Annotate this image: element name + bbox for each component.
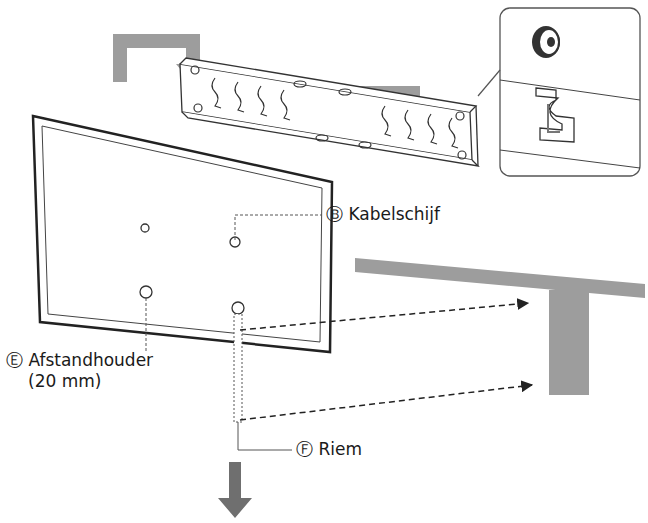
stand-post (549, 290, 589, 395)
hook (235, 82, 244, 112)
bracket-edge (476, 106, 478, 166)
hook (212, 78, 221, 108)
inset-screw (547, 37, 555, 47)
screw (456, 112, 464, 120)
dashed-arrow (240, 303, 528, 330)
spacer (140, 286, 152, 298)
tv-mounts (140, 224, 244, 314)
hook (382, 106, 391, 136)
inset-detail (500, 26, 640, 168)
slot (294, 81, 306, 87)
bracket-hooks (191, 66, 466, 159)
slot (339, 89, 351, 95)
wall-bracket (180, 58, 478, 166)
inset-screw (539, 29, 559, 55)
leader-line (146, 298, 147, 352)
part-label: Ⓕ Riem (296, 439, 416, 460)
spacer (232, 302, 244, 314)
inset-arrow (548, 104, 560, 132)
leader-line (238, 422, 292, 450)
mount-hole (141, 224, 149, 232)
part-label: Ⓑ Kabelschijf (326, 204, 526, 225)
slot (359, 142, 371, 148)
next-step-arrow (218, 462, 252, 518)
hook (258, 86, 267, 116)
dashed-arrow (240, 385, 532, 420)
bracket-edge (180, 58, 476, 112)
screw (191, 66, 199, 74)
part-label: Ⓔ Afstandhouder (20 mm) (6, 350, 178, 392)
hook (449, 118, 458, 148)
hook (428, 114, 437, 144)
slot (316, 135, 328, 141)
inset-hook (536, 88, 574, 142)
bracket-plate (180, 64, 472, 160)
screw (458, 151, 466, 159)
inset-bracket-edge (500, 80, 640, 100)
leader-line (235, 215, 322, 240)
detail-inset (500, 8, 640, 176)
inset-screw (532, 26, 560, 58)
inset-pointer (478, 70, 500, 96)
screw (194, 104, 202, 112)
inset-bracket-edge (500, 150, 640, 168)
tv-frame (33, 116, 332, 352)
tv-panel (42, 126, 322, 342)
hook (281, 90, 290, 120)
hook (405, 110, 414, 140)
stand-top (355, 258, 645, 298)
